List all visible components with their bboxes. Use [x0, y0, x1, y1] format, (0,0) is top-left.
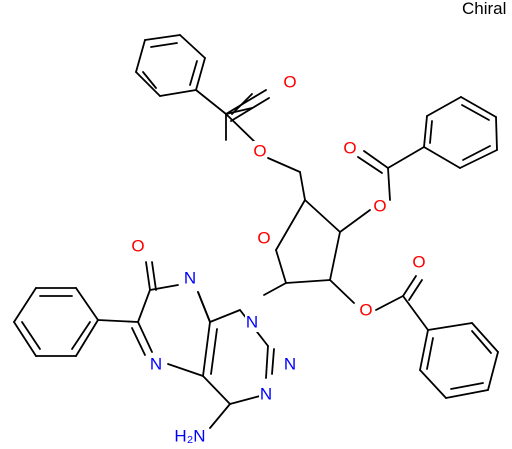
- atom-label-background: [149, 354, 163, 374]
- bond: [363, 150, 389, 169]
- benzoyl-bottom-phenyl: [419, 322, 499, 399]
- atom-label-background: [283, 72, 297, 92]
- atom-label-o-benzoyl1-ester: O: [253, 142, 266, 161]
- bond: [299, 171, 306, 201]
- atom-label-background: [412, 252, 426, 272]
- atom-label-o-pteridinone: O: [131, 237, 144, 256]
- phenyl-left: [13, 287, 99, 357]
- atom-label-background: [343, 138, 357, 158]
- bond: [230, 97, 270, 122]
- atom-label-background: [283, 354, 297, 374]
- bond: [375, 295, 404, 311]
- atom-label-amine: H₂N: [174, 427, 205, 446]
- pteridine-core: [97, 261, 275, 429]
- atom-label-background: [131, 236, 145, 256]
- bond: [225, 107, 253, 115]
- bond: [267, 157, 301, 173]
- atom-label-o-benzoyl2-carbonyl: O: [343, 139, 356, 158]
- atom-label-n1: N: [246, 313, 258, 332]
- bond: [402, 295, 429, 331]
- bond: [195, 89, 227, 115]
- atom-label-o-benzoyl1-carbonyl: O: [283, 73, 296, 92]
- atom-label-n-pyrazine-top: N: [284, 355, 296, 374]
- atom-label-o-ring: O: [257, 229, 270, 248]
- bond: [263, 282, 287, 296]
- bond: [387, 146, 425, 169]
- bond: [225, 113, 259, 146]
- atom-label-background: [183, 268, 197, 288]
- bond: [329, 279, 355, 304]
- bond: [357, 156, 383, 174]
- atom-label-background: [173, 426, 207, 446]
- atom-label-background: [257, 228, 271, 248]
- atom-label-n-pyrazine-left: N: [150, 355, 162, 374]
- atom-label-n-ring-bottom: N: [260, 385, 272, 404]
- bond: [225, 89, 267, 115]
- atom-label-background: [245, 312, 259, 332]
- bond: [408, 279, 423, 301]
- chiral-label: Chiral: [462, 0, 506, 18]
- benzoyl-right-phenyl: [423, 96, 498, 169]
- furanose-ring: [275, 199, 341, 284]
- atom-label-o-benzoyl3-ester: O: [359, 301, 372, 320]
- atom-label-background: [259, 384, 273, 404]
- atom-label-o-benzoyl3-carbonyl: O: [412, 253, 425, 272]
- atom-label-n-ring-pyrimidine: N: [184, 269, 196, 288]
- atom-label-o-benzoyl2-ester: O: [373, 197, 386, 216]
- bond: [339, 209, 371, 233]
- atom-label-background: [253, 141, 267, 161]
- bond: [402, 275, 417, 297]
- atom-label-background: [359, 300, 373, 320]
- atom-label-background: [373, 196, 387, 216]
- bond: [387, 167, 391, 201]
- benzoyl-top-phenyl: [135, 34, 206, 97]
